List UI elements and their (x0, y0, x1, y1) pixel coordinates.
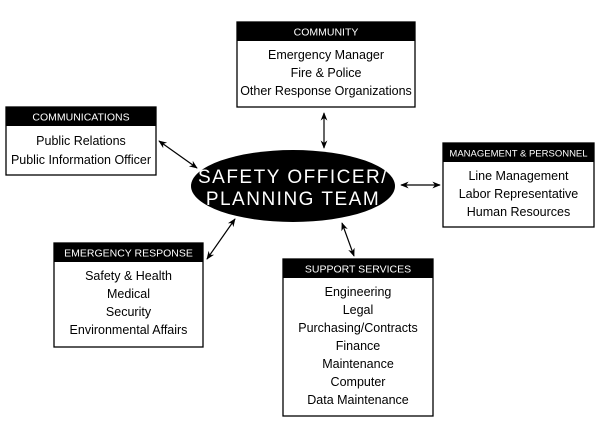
management-box: MANAGEMENT & PERSONNEL Line Management L… (442, 142, 595, 228)
support-item: Maintenance (322, 357, 394, 371)
community-item: Other Response Organizations (240, 84, 412, 98)
emergency-title: EMERGENCY RESPONSE (64, 248, 193, 260)
support-item: Data Maintenance (307, 393, 409, 407)
support-item: Engineering (325, 285, 392, 299)
emergency-response-box: EMERGENCY RESPONSE Safety & Health Medic… (53, 242, 204, 348)
arrow-communications (158, 140, 198, 169)
management-item: Labor Representative (459, 187, 579, 201)
center-node: SAFETY OFFICER/ PLANNING TEAM (191, 150, 395, 222)
support-item: Legal (343, 303, 374, 317)
communications-item: Public Relations (36, 134, 126, 148)
center-line-1: SAFETY OFFICER/ (198, 167, 388, 188)
arrow-support (341, 222, 355, 257)
communications-item: Public Information Officer (11, 153, 151, 167)
support-item: Finance (336, 339, 381, 353)
community-title: COMMUNITY (294, 27, 359, 39)
center-line-2: PLANNING TEAM (206, 189, 380, 210)
management-item: Human Resources (467, 205, 571, 219)
management-title: MANAGEMENT & PERSONNEL (449, 149, 587, 160)
emergency-item: Environmental Affairs (70, 323, 188, 337)
support-services-box: SUPPORT SERVICES Engineering Legal Purch… (282, 258, 434, 417)
support-item: Purchasing/Contracts (298, 321, 418, 335)
management-item: Line Management (468, 169, 569, 183)
community-box: COMMUNITY Emergency Manager Fire & Polic… (236, 21, 416, 108)
emergency-item: Security (106, 305, 152, 319)
arrow-emergency (206, 218, 236, 260)
community-item: Emergency Manager (268, 48, 384, 62)
emergency-item: Safety & Health (85, 269, 172, 283)
emergency-item: Medical (107, 287, 150, 301)
support-item: Computer (331, 375, 386, 389)
communications-title: COMMUNICATIONS (32, 112, 129, 124)
support-title: SUPPORT SERVICES (305, 264, 411, 276)
communications-box: COMMUNICATIONS Public Relations Public I… (5, 106, 157, 176)
community-item: Fire & Police (291, 66, 362, 80)
